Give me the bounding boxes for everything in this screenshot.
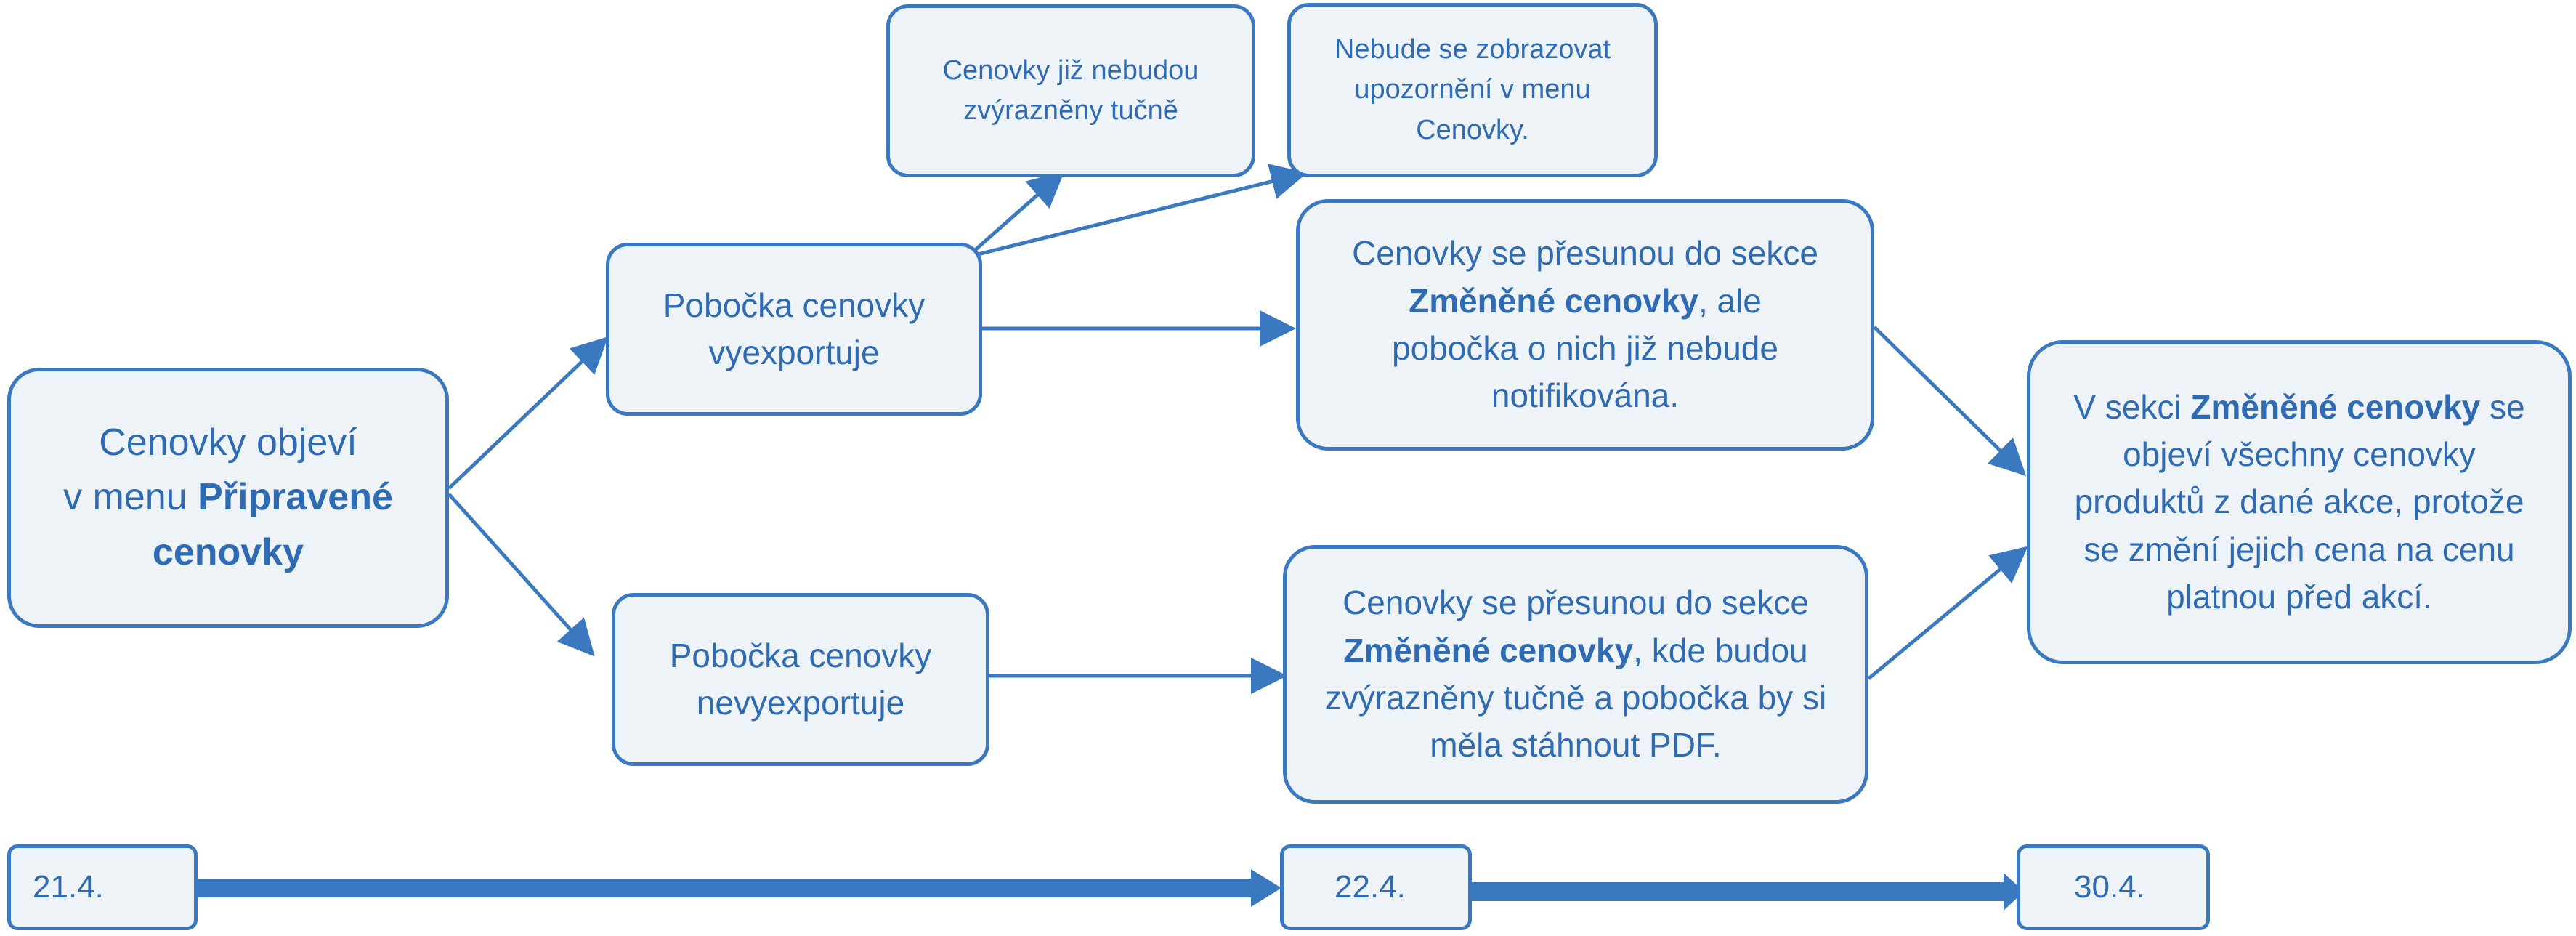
arrow-moved-not-exported-to-final [1867, 546, 2028, 680]
node-moved-exported-bold: Změněné cenovky [1409, 281, 1698, 320]
node-note-warning: Nebude se zobrazovat upozornění v menu C… [1287, 3, 1658, 177]
arrow-exported-to-note-bold [972, 171, 1065, 253]
node-exported-text: Pobočka cenovky vyexportuje [663, 286, 926, 371]
node-note-bold-text: Cenovky již nebudou zvýrazněny tučně [942, 55, 1199, 126]
node-moved-not-exported: Cenovky se přesunou do sekce Změněné cen… [1283, 545, 1868, 804]
timeline-date-2-text: 22.4. [1334, 869, 1406, 905]
node-moved-exported-pre: Cenovky se přesunou do sekce [1352, 234, 1818, 273]
node-start: Cenovky objeví v menu Připravené cenovky [7, 368, 449, 628]
node-start-line2: v menu Připravené cenovky [33, 470, 424, 580]
node-final-post: se objeví všechny cenovky produktů z dan… [2074, 387, 2525, 616]
node-not-exported-text: Pobočka cenovky nevyexportuje [669, 636, 932, 722]
node-moved-not-exported-post: , kde budou zvýrazněny tučně a pobočka b… [1324, 631, 1827, 764]
node-moved-exported: Cenovky se přesunou do sekce Změněné cen… [1296, 199, 1874, 451]
arrow-start-to-not-exported [447, 493, 595, 657]
timeline-arrowhead-1 [1251, 869, 1281, 907]
node-moved-exported-post: , ale pobočka o nich již nebude notifiko… [1392, 281, 1778, 415]
arrow-start-to-exported [447, 336, 609, 490]
timeline-date-3: 30.4. [2017, 844, 2210, 930]
timeline-date-3-text: 30.4. [2074, 869, 2145, 905]
arrow-moved-exported-to-final [1873, 326, 2027, 477]
timeline-arrowhead-2 [2004, 873, 2024, 911]
node-final-pre: V sekci [2073, 387, 2191, 426]
node-note-bold: Cenovky již nebudou zvýrazněny tučně [886, 4, 1255, 177]
node-exported: Pobočka cenovky vyexportuje [606, 243, 982, 416]
node-final: V sekci Změněné cenovky se objeví všechn… [2027, 340, 2572, 664]
timeline-date-1: 21.4. [7, 844, 198, 930]
node-start-line2-text: v menu [63, 476, 198, 519]
node-note-warning-text: Nebude se zobrazovat upozornění v menu C… [1334, 34, 1611, 145]
timeline-date-2: 22.4. [1280, 844, 1472, 930]
node-final-bold: Změněné cenovky [2190, 387, 2481, 426]
node-start-bold: Připravené cenovky [152, 476, 393, 573]
node-not-exported: Pobočka cenovky nevyexportuje [612, 593, 989, 766]
node-start-line1: Cenovky objeví [99, 421, 357, 464]
arrow-exported-to-note-warning [977, 164, 1308, 257]
node-moved-not-exported-pre: Cenovky se přesunou do sekce [1342, 584, 1809, 622]
node-moved-not-exported-bold: Změněné cenovky [1343, 631, 1634, 669]
timeline-date-1-text: 21.4. [33, 869, 104, 905]
